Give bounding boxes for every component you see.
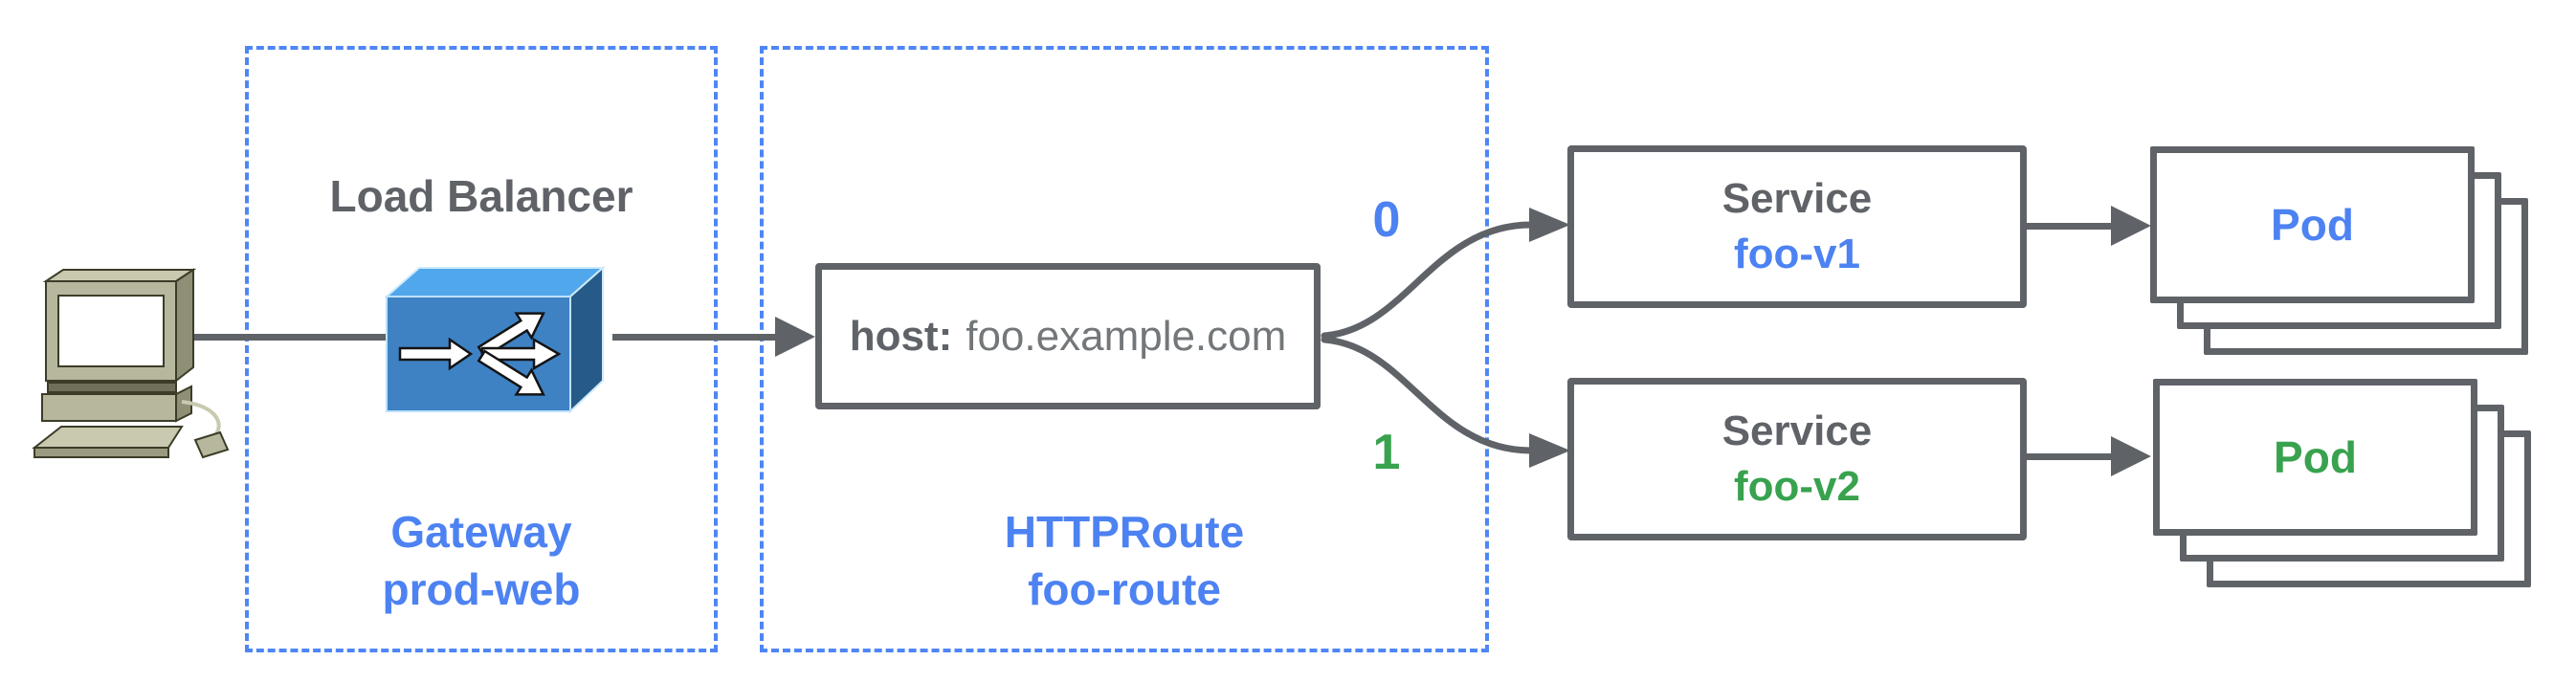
httproute-name-label: foo-route xyxy=(1028,564,1221,614)
gateway-kind-label: Gateway xyxy=(390,507,572,557)
split-curve-to-service-v2 xyxy=(1321,336,1535,454)
host-value: foo.example.com xyxy=(966,312,1287,360)
service-box-foo-v2: Service foo-v2 xyxy=(1567,378,2027,540)
connector-client-to-loadbalancer xyxy=(163,334,421,341)
arrowhead-into-service-v2 xyxy=(1529,433,1570,468)
gateway-resource-label: Gateway prod-web xyxy=(245,503,718,618)
pod-label-v1: Pod xyxy=(2271,200,2354,250)
arrowhead-into-service-v1 xyxy=(1529,208,1570,242)
arrowhead-into-pods-v1 xyxy=(2111,206,2151,246)
service-box-foo-v1: Service foo-v1 xyxy=(1567,145,2027,308)
httproute-resource-label: HTTPRoute foo-route xyxy=(760,503,1489,618)
gateway-group-box xyxy=(245,46,718,652)
weight-label-v2: 1 xyxy=(1372,425,1401,480)
connector-service-v2-to-pods xyxy=(2023,453,2115,460)
gateway-name-label: prod-web xyxy=(382,564,581,614)
service-type-label-v1: Service xyxy=(1721,174,1873,222)
host-rule-box: host: foo.example.com xyxy=(815,263,1321,409)
service-name-label-v1: foo-v1 xyxy=(1734,231,1860,277)
arrowhead-into-hostrule xyxy=(775,317,815,357)
arrowhead-into-pods-v2 xyxy=(2111,436,2151,476)
httproute-kind-label: HTTPRoute xyxy=(1004,507,1245,557)
host-rule-text: host: foo.example.com xyxy=(850,313,1287,361)
pod-stack-v2-front: Pod xyxy=(2153,379,2477,536)
load-balancer-icon xyxy=(384,265,606,414)
httproute-group-box xyxy=(760,46,1489,652)
connector-loadbalancer-to-hostrule xyxy=(612,334,777,341)
service-name-label-v2: foo-v2 xyxy=(1734,463,1860,510)
connector-service-v1-to-pods xyxy=(2023,223,2115,230)
service-type-label-v2: Service xyxy=(1721,407,1873,454)
load-balancer-top-face xyxy=(384,267,606,297)
load-balancer-title: Load Balancer xyxy=(329,171,633,221)
split-curve-to-service-v1 xyxy=(1321,221,1535,340)
weight-label-v1: 0 xyxy=(1372,192,1401,248)
desktop-computer-icon xyxy=(32,268,230,459)
pod-label-v2: Pod xyxy=(2274,432,2357,482)
host-key: host: xyxy=(849,312,953,360)
pod-stack-v1-front: Pod xyxy=(2150,146,2475,303)
